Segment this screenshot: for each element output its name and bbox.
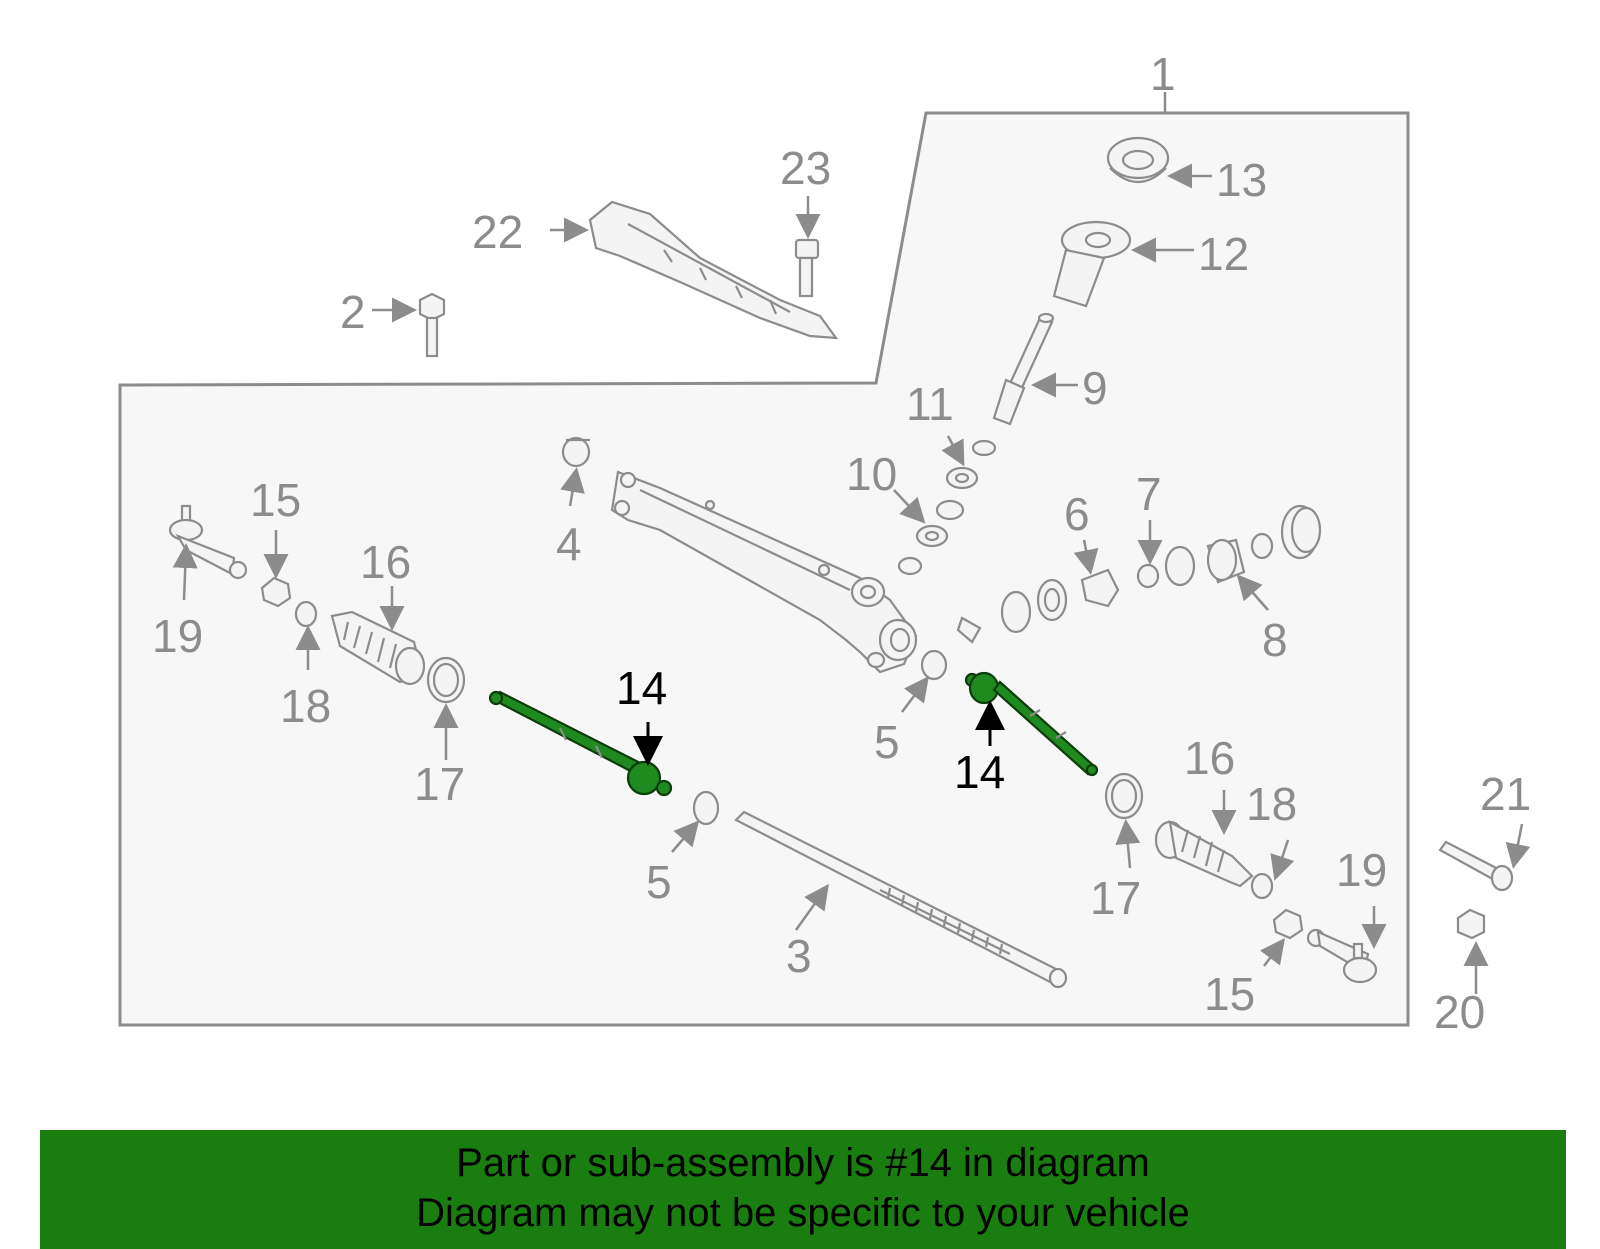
banner-line-2: Diagram may not be specific to your vehi…: [416, 1191, 1190, 1235]
callout-3: 3: [786, 930, 812, 982]
part-20-nut: [1456, 908, 1486, 940]
steering-gear-housing: [610, 470, 918, 674]
callout-1: 1: [1150, 48, 1176, 100]
part-21-bolt: [1438, 840, 1514, 892]
part-9-pinion-shaft: [992, 312, 1055, 426]
callout-17-right: 17: [1090, 872, 1141, 924]
callout-14-left: 14: [616, 662, 667, 714]
part-seal-rings: [1000, 578, 1068, 634]
part-11-seals: [945, 439, 997, 490]
part-18-clamp-right: [1250, 872, 1274, 900]
callout-15-right: 15: [1204, 968, 1255, 1020]
callout-2: 2: [340, 286, 366, 338]
part-7-spring: [1136, 545, 1196, 589]
callout-13: 13: [1216, 154, 1267, 206]
leader-arrows: [172, 163, 1531, 994]
callout-21: 21: [1480, 768, 1531, 820]
callout-16-right: 16: [1184, 732, 1235, 784]
part-3-rack: [734, 810, 1068, 989]
callout-16-left: 16: [360, 536, 411, 588]
part-6-yoke: [1080, 568, 1120, 608]
part-12-pinion-cover: [1052, 220, 1132, 308]
callout-17-left: 17: [414, 758, 465, 810]
info-banner: Part or sub-assembly is #14 in diagram D…: [40, 1130, 1566, 1249]
part-5-o-ring-upper: [920, 649, 948, 681]
part-15-nut-right: [1272, 908, 1304, 940]
callout-20: 20: [1434, 986, 1485, 1038]
part-8-yoke-plug: [1206, 504, 1322, 584]
part-4-clamp: [561, 436, 591, 468]
callout-18-right: 18: [1246, 778, 1297, 830]
callout-19-left: 19: [152, 610, 203, 662]
part-10-bearings: [897, 499, 965, 576]
callout-23: 23: [780, 142, 831, 194]
part-17-clamp-right: [1104, 772, 1144, 820]
callout-11: 11: [906, 378, 954, 430]
callout-10: 10: [846, 448, 897, 500]
part-18-clamp-left: [294, 600, 318, 628]
callout-5-upper: 5: [874, 716, 900, 768]
callout-18-left: 18: [280, 680, 331, 732]
callout-19-right: 19: [1336, 844, 1387, 896]
part-23-bolt: [794, 238, 820, 298]
part-5-o-ring-lower: [692, 790, 720, 826]
banner-line-1: Part or sub-assembly is #14 in diagram: [456, 1141, 1150, 1185]
callout-12: 12: [1198, 228, 1249, 280]
callout-7: 7: [1136, 468, 1162, 520]
part-17-clamp-left: [426, 656, 466, 704]
part-14-inner-tie-rod-right: [964, 671, 1099, 777]
part-13-bushing: [1106, 136, 1170, 183]
callout-4: 4: [556, 518, 582, 570]
part-16-boot-right: [1154, 819, 1254, 888]
callout-9: 9: [1082, 362, 1108, 414]
callout-6: 6: [1064, 488, 1090, 540]
callout-5-lower: 5: [646, 856, 672, 908]
callout-22: 22: [472, 206, 523, 258]
callout-8: 8: [1262, 614, 1288, 666]
part-22-cover: [588, 200, 839, 340]
part-19-tie-rod-end-right: [1306, 928, 1378, 984]
part-2-bolt: [418, 292, 446, 358]
part-16-boot-left: [330, 610, 426, 686]
callout-14-right: 14: [954, 746, 1005, 798]
part-small-retainer: [956, 616, 982, 644]
callout-15-left: 15: [250, 474, 301, 526]
